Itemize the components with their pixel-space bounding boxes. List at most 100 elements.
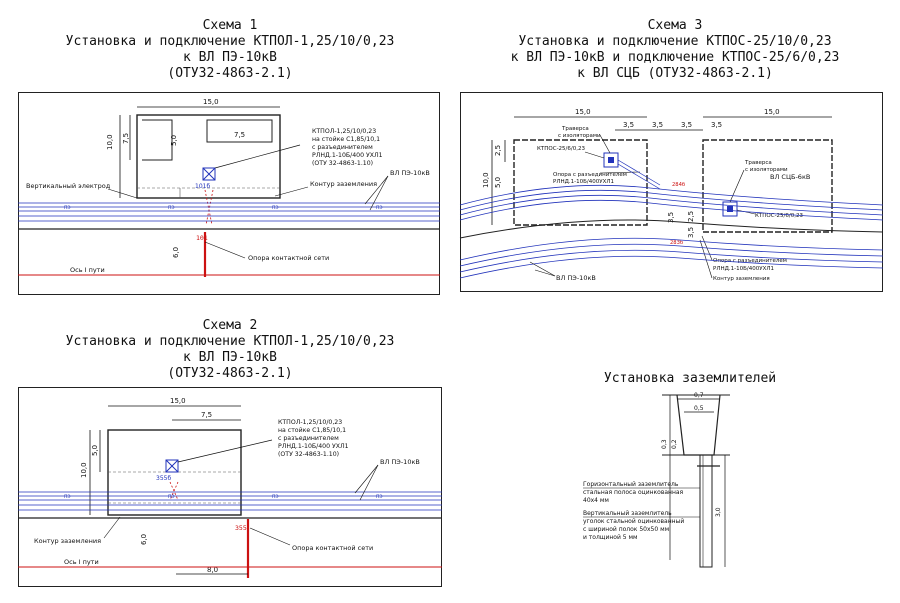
grounding-horizontal-line: Горизонтальный заземлитель [583, 481, 679, 488]
scheme1-vl: ВЛ ПЭ-10кВ [390, 169, 430, 177]
scheme2-title-line: Схема 2 [202, 318, 258, 333]
scheme2-axis: Ось I пути [64, 558, 99, 566]
scheme2-dim-50: 5,0 [91, 445, 99, 456]
scheme2-callout-line: КТПОЛ-1,25/10/0,23 [278, 419, 342, 426]
scheme2-dim-height: 10,0 [80, 462, 88, 478]
scheme3-title-line: Установка и подключение КТПОС-25/10/0,23 [518, 34, 832, 49]
grounding-horizontal-line: стальная полоса оцинкованная [583, 489, 684, 496]
scheme3-ground-loop: Контур заземления [713, 276, 770, 282]
scheme1-title-line: Установка и подключение КТПОЛ-1,25/10/0,… [65, 34, 395, 49]
wire-tag: ПЭ [376, 205, 383, 211]
scheme3-title: Схема 3 Установка и подключение КТПОС-25… [500, 18, 850, 82]
scheme1-title-line: Схема 1 [202, 18, 258, 33]
scheme1-callout-line: на стойке С1,85/10,1 [312, 135, 380, 143]
grounding-dim-07: 0,7 [694, 392, 704, 399]
scheme1-dim-75v: 7,5 [122, 133, 130, 144]
scheme1-callout-line: РЛНД.1-10Б/400 УХЛ1 [312, 152, 383, 159]
scheme3-dim-35f: 3,5 [667, 212, 675, 223]
scheme3-pole1: 284б [672, 181, 685, 188]
scheme2-pole-bot: 355 [235, 524, 247, 532]
grounding-dim-02: 0,2 [671, 439, 678, 449]
grounding-drawing: 0,7 0,5 0,3 0,2 3,0 Горизонтальный зазем… [583, 392, 730, 568]
scheme3-support1-line: РЛНД.1-10Б/400УХЛ1 [553, 179, 614, 185]
scheme3-dim-35b: 3,5 [652, 121, 663, 129]
scheme2-vl: ВЛ ПЭ-10кВ [380, 458, 420, 466]
scheme1-dim-height: 10,0 [106, 134, 114, 150]
scheme1-dim-width: 15,0 [203, 98, 219, 106]
grounding-dim-05: 0,5 [694, 405, 704, 412]
scheme3-support2-line: РЛНД.1-10Б/400УХЛ1 [713, 266, 774, 272]
scheme3-dim-35d: 3,5 [711, 121, 722, 129]
scheme2-ground-loop: Контур заземления [34, 537, 101, 545]
scheme1-dim-75h: 7,5 [234, 131, 245, 139]
scheme1-title: Схема 1 Установка и подключение КТПОЛ-1,… [60, 18, 400, 82]
scheme3-dim-35a: 3,5 [623, 121, 634, 129]
scheme3-dim-h10: 10,0 [482, 172, 490, 188]
scheme3-ktpos1: КТПОС-25/6/0,23 [537, 146, 586, 152]
grounding-vertical-line: и толщиной 5 мм [583, 534, 638, 541]
grounding-horizontal-line: 40х4 мм [583, 497, 609, 504]
scheme1-callout-line: (ОТУ 32-4863-1.10) [312, 160, 373, 167]
scheme2-title-line: (ОТУ32-4863-2.1) [167, 366, 293, 381]
scheme1-callout-line: с разъединителем [312, 144, 373, 151]
scheme3-support1-line: Опора с разъединителем [553, 172, 627, 178]
scheme1-vertical-electrode: Вертикальный электрод [26, 182, 111, 190]
scheme3-title-line: к ВЛ СЦБ (ОТУ32-4863-2.1) [577, 66, 773, 81]
scheme1-callout-line: КТПОЛ-1,25/10/0,23 [312, 128, 376, 135]
scheme3-dim-25: 2,5 [494, 145, 502, 156]
scheme3-vl-scb: ВЛ СЦБ-6кВ [770, 173, 810, 181]
scheme2-title-line: к ВЛ ПЭ-10кВ [183, 350, 277, 365]
scheme3-traverse1-line: Траверса [561, 126, 589, 132]
scheme3-title-line: к ВЛ ПЭ-10кВ и подключение КТПОС-25/6/0,… [510, 50, 840, 65]
grounding-vertical-line: уголок стальной оцинкованный [583, 518, 684, 525]
scheme2-title-line: Установка и подключение КТПОЛ-1,25/10/0,… [65, 334, 395, 349]
scheme3-dim-50: 5,0 [494, 177, 502, 188]
grounding-dim-03: 0,3 [661, 439, 668, 449]
scheme1-catenary-support: Опора контактной сети [248, 254, 329, 262]
wire-tag: ПЭ [64, 494, 71, 500]
wire-tag: ПЭ [64, 205, 71, 211]
scheme1-ground-loop: Контур заземления [310, 180, 377, 188]
wire-tag: ПЭ [376, 494, 383, 500]
scheme2-dim-60: 6,0 [140, 534, 148, 545]
scheme1-dim-60: 6,0 [172, 247, 180, 258]
scheme2-dim-75: 7,5 [201, 411, 212, 419]
grounding-vertical-line: с шириной полок 50х50 мм [583, 526, 669, 533]
wire-tag: ПЭ [272, 494, 279, 500]
scheme2-catenary-support: Опора контактной сети [292, 544, 373, 552]
scheme3-pole2: 283б [670, 239, 683, 246]
scheme3-dim-25b: 2,5 [687, 211, 695, 222]
wire-tag: ПЭ [272, 205, 279, 211]
scheme3-title-line: Схема 3 [647, 18, 703, 33]
scheme3-vl: ВЛ ПЭ-10кВ [556, 274, 596, 282]
scheme2-pole-top: 355б [156, 475, 171, 482]
grounding-vertical-line: Вертикальный заземлитель [583, 510, 672, 517]
scheme2-title: Схема 2 Установка и подключение КТПОЛ-1,… [60, 318, 400, 382]
wire-tag: ПЭ [168, 494, 175, 500]
scheme3-drawing: 15,0 15,0 3,5 3,5 3,5 3,5 10,0 2,5 5,0 Т… [459, 108, 884, 282]
scheme1-drawing: 15,0 10,0 7,5 5,0 7,5 6,0 101б КТПОЛ-1,2… [18, 98, 440, 277]
grounding-dim-30: 3,0 [715, 507, 722, 517]
scheme3-dim-width1: 15,0 [575, 108, 591, 116]
scheme1-dim-50: 5,0 [170, 135, 178, 146]
scheme2-callout-line: на стойке С1,85/10,1 [278, 426, 346, 434]
grounding-title: Установка заземлителей [603, 371, 777, 386]
scheme2-dim-80: 8,0 [207, 566, 218, 574]
scheme3-traverse1-line: с изоляторами [558, 133, 601, 139]
scheme1-title-line: (ОТУ32-4863-2.1) [167, 66, 293, 81]
scheme2-callout-line: с разъединителем [278, 435, 339, 442]
wire-tag: ПЭ [168, 205, 175, 211]
scheme2-callout-line: РЛНД.1-10Б/400 УХЛ1 [278, 443, 349, 450]
scheme3-ktpos2: КТПОС-25/6/0,23 [755, 213, 804, 219]
scheme3-traverse2-line: Траверса [744, 160, 772, 166]
scheme3-traverse2-line: с изоляторами [745, 167, 788, 173]
scheme3-dim-width2: 15,0 [764, 108, 780, 116]
scheme1-title-line: к ВЛ ПЭ-10кВ [183, 50, 277, 65]
scheme2-dim-width: 15,0 [170, 397, 186, 405]
scheme1-axis: Ось I пути [70, 266, 105, 274]
scheme1-frame [18, 92, 440, 295]
scheme3-dim-35c: 3,5 [681, 121, 692, 129]
scheme1-pole-top: 101б [195, 183, 210, 190]
scheme3-support2-line: Опора с разъединителем [713, 258, 787, 264]
